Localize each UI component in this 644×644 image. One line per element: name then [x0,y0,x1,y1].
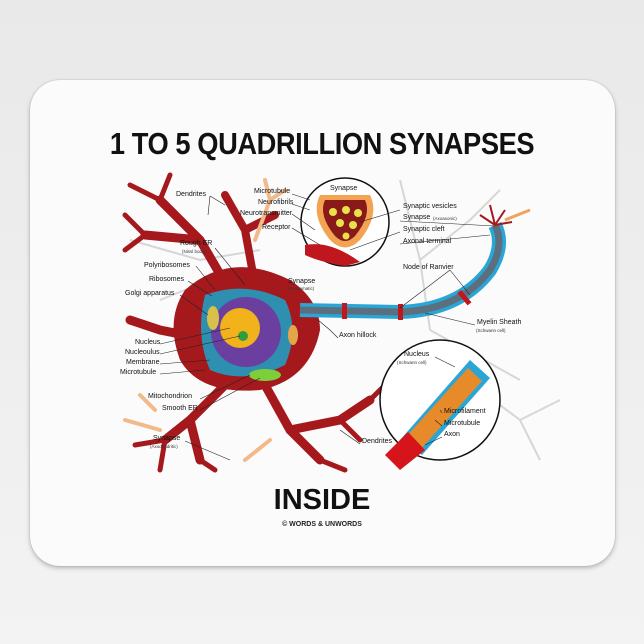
label-smooth-er: Smooth ER [162,405,198,412]
label-microtubule-axon: Microtubule [444,420,481,427]
axon-core [299,223,503,316]
label-dendrites-top: Dendrites [176,191,206,198]
label-node-of-ranvier: Node of Ranvier [403,264,454,271]
label-receptor: Receptor [262,224,291,231]
title: 1 TO 5 QUADRILLION SYNAPSES [109,126,535,161]
label-ribosomes: Ribosomes [149,276,185,283]
label-synapse-axodendritic-sub: (Axodendritic) [150,444,178,449]
leader-lines [159,193,496,461]
label-synapse-axoaxonic: Synapse [403,214,431,221]
label-polyribosomes: Polyribosomes [144,262,190,269]
golgi-apparatus [207,306,219,330]
label-nucleus: Nucleus [135,339,161,346]
label-neurotransmitter: Neurotransmitter [240,210,293,217]
label-nucleus-schwann: Nucleus [404,351,430,358]
label-synapse-axosomatic: Synapse [288,278,316,285]
subtitle: INSIDE [273,484,371,516]
label-synapse-axodendritic: Synapse [153,435,181,442]
axoaxonic-synapse [504,208,531,222]
label-golgi: Golgi apparatus [125,290,175,297]
label-axonal-terminal: Axonal terminal [403,238,452,245]
label-microtubule-left: Microtubule [120,369,157,376]
label-microfilament: Microfilament [444,408,486,415]
label-synaptic-cleft: Synaptic cleft [403,226,445,233]
axon-terminal [479,204,513,226]
label-myelin-sheath-sub: (Schwann cell) [476,328,506,333]
label-nucleus-schwann-sub: (Schwann cell) [397,360,427,365]
synapse-terminals [123,178,287,462]
dendrites [122,172,388,473]
label-synapse-axosomatic-sub: (Axosomatic) [288,286,315,291]
label-synaptic-vesicles: Synaptic vesicles [403,203,457,210]
label-myelin-sheath: Myelin Sheath [477,319,522,326]
label-axon-hillock: Axon hillock [339,332,377,339]
label-neurofibrils: Neurofibrils [258,199,294,206]
label-axon: Axon [444,431,460,438]
label-membrane: Membrane [126,359,160,366]
nucleolus [238,331,248,341]
copyright: © WORDS & UNWORDS [282,521,362,528]
axon-inset [379,339,501,470]
label-rough-er: Rough ER [180,240,213,247]
mitochondrion [288,325,298,345]
nodes-of-ranvier [342,289,472,320]
label-synapse-circle: Synapse [330,185,358,192]
label-nucleolus: Nucleoulus [125,349,160,356]
label-dendrites-bottom: Dendrites [362,438,392,445]
label-microtubule-top: Microtubule [254,188,291,195]
label-synapse-axoaxonic-sub: (Axoaxonic) [433,216,457,221]
label-rough-er-sub: (Nissl body) [182,249,206,254]
label-mitochondrion: Mitochondrion [148,393,192,400]
smooth-er [249,369,281,381]
nucleus [220,308,260,348]
